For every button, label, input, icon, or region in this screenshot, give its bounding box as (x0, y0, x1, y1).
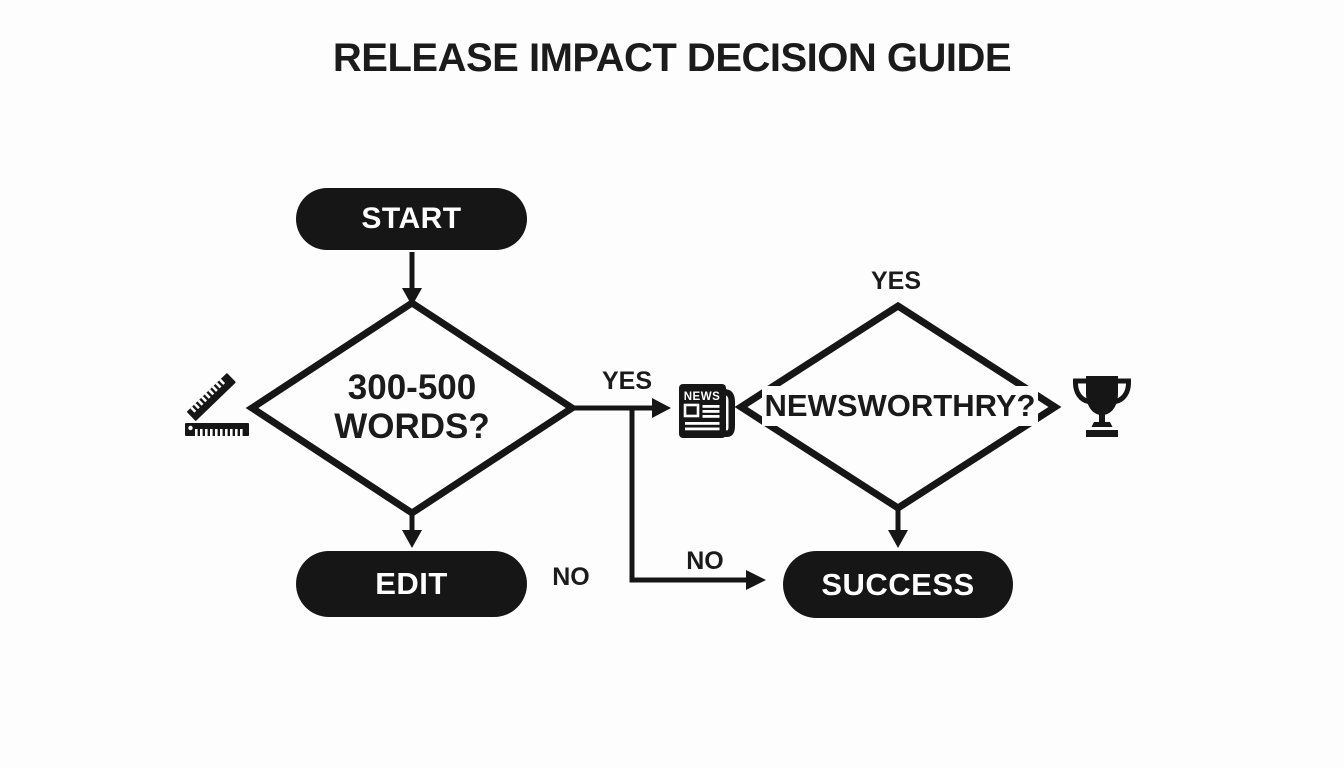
trophy-icon (1072, 376, 1132, 437)
page-title: RELEASE IMPACT DECISION GUIDE (332, 36, 1012, 80)
edge-start-to-words (402, 252, 422, 306)
edge-words-to-edit (402, 514, 422, 548)
success-node-label: SUCCESS (821, 566, 975, 602)
edge-label-no-branch: NO (686, 547, 724, 575)
newsworthy-decision-label: NEWSWORTHRY? (744, 386, 1056, 426)
edge-label-no-edit: NO (552, 563, 590, 591)
edge-newsworthy-to-success (888, 510, 908, 548)
edge-branch-to-success (629, 408, 766, 590)
newspaper-curl (718, 389, 735, 437)
edge-words-to-newsworthy (574, 398, 671, 418)
edge-label-yes-words: YES (601, 367, 653, 395)
newspaper-icon-text: NEWS (684, 391, 721, 403)
newspaper-icon: NEWS (679, 384, 735, 438)
newsworthy-decision-label-text: NEWSWORTHRY? (761, 386, 1039, 426)
words-decision-label-line2: WORDS? (334, 406, 490, 446)
decision-words-diamond (245, 298, 579, 518)
edge-label-yes-newsworthy: YES (870, 267, 922, 295)
edit-node: EDIT (296, 551, 527, 617)
words-decision-label: 300-500 WORDS? (292, 368, 532, 446)
ruler-icon (185, 373, 249, 436)
edit-node-label: EDIT (375, 566, 448, 601)
start-node-label: START (361, 202, 462, 235)
words-decision-label-line1: 300-500 (347, 368, 477, 407)
start-node: START (296, 188, 527, 250)
success-node: SUCCESS (783, 551, 1013, 618)
